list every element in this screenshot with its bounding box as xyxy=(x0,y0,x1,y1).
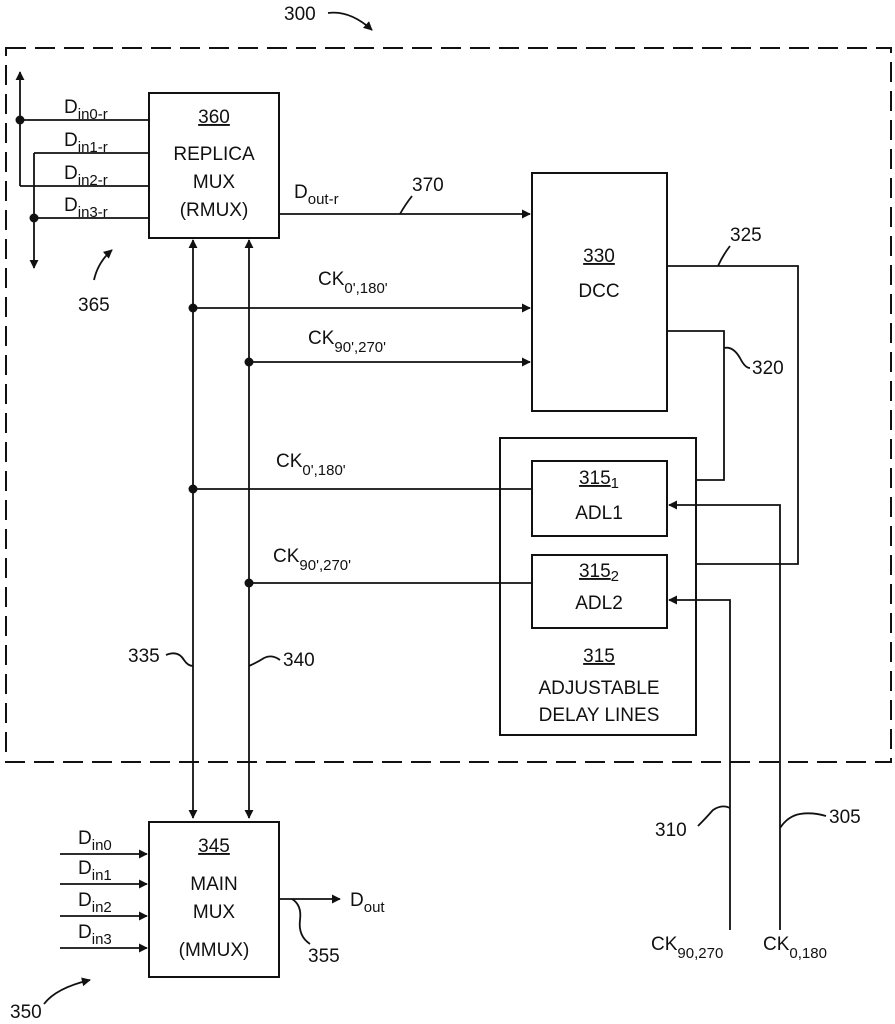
adl1-label: ADL1 xyxy=(575,503,623,524)
rmux-output-label: Dout-r xyxy=(294,182,339,208)
mmux-label-1: MAIN xyxy=(190,874,238,895)
dcc-label: DCC xyxy=(578,281,619,302)
ck0-180-dcc-junction xyxy=(189,304,198,313)
dcc-ref-325: 325 xyxy=(730,225,762,246)
ext-clock-310-ref: 310 xyxy=(655,820,687,841)
mmux-output-label: Dout xyxy=(350,890,385,916)
mmux-output-ref: 355 xyxy=(308,946,340,967)
mmux-input-3: Din3 xyxy=(78,922,112,948)
adl1-output-label: CK0',180' xyxy=(276,451,346,479)
rmux-ref: 360 xyxy=(198,107,230,128)
rmux-label-2: MUX xyxy=(193,172,236,193)
adl-group-label-2: DELAY LINES xyxy=(539,705,660,726)
adl1-output-junction xyxy=(189,485,198,494)
mmux-group-ref-arrow xyxy=(44,980,90,1004)
rmux-output-ref: 370 xyxy=(412,175,444,196)
ck90-270-dcc-label: CK90',270' xyxy=(308,328,386,356)
clock-bus-335-ref: 335 xyxy=(128,646,160,667)
adl2-output-junction xyxy=(245,579,254,588)
ext-clock-310-leader xyxy=(698,806,730,826)
bus-ref: 365 xyxy=(78,295,110,316)
mmux-input-0: Din0 xyxy=(78,828,112,854)
mmux-label-3: (MMUX) xyxy=(179,940,250,961)
ext-clock-90-270-label: CK90,270 xyxy=(651,934,723,962)
mmux-label-2: MUX xyxy=(193,902,236,923)
rmux-label-3: (RMUX) xyxy=(180,200,249,221)
dcc-ref: 330 xyxy=(583,246,615,267)
dcc-ref-320: 320 xyxy=(752,358,784,379)
clock-bus-340-leader xyxy=(249,656,280,666)
ck0-180-dcc-label: CK0',180' xyxy=(318,269,388,297)
bus-ref-arrow xyxy=(94,250,112,280)
figure-number: 300 xyxy=(284,4,316,25)
adl2-output-label: CK90',270' xyxy=(273,546,351,574)
bus-junction-a xyxy=(16,116,25,125)
dcc-ref-320-leader xyxy=(724,348,750,368)
adl-group-label-1: ADJUSTABLE xyxy=(538,678,659,699)
rmux-output-ref-leader xyxy=(400,196,412,214)
mmux-group-ref: 350 xyxy=(10,1002,42,1023)
adl-group-ref: 315 xyxy=(583,646,615,667)
ext-clock-305-leader xyxy=(780,813,826,828)
bus-junction-b xyxy=(30,214,39,223)
adl2-label: ADL2 xyxy=(575,593,623,614)
mmux-output-ref-leader xyxy=(292,899,310,944)
rmux-label-1: REPLICA xyxy=(173,144,255,165)
figure-number-arrow xyxy=(328,13,372,30)
clock-bus-335-leader xyxy=(166,653,193,666)
dcc-ref-325-leader xyxy=(718,246,730,266)
mmux-input-2: Din2 xyxy=(78,890,112,916)
ck90-270-dcc-junction xyxy=(245,358,254,367)
ext-clock-0-180-label: CK0,180 xyxy=(763,934,827,962)
clock-bus-340-ref: 340 xyxy=(283,650,315,671)
ext-clock-305-ref: 305 xyxy=(829,807,861,828)
mmux-input-1: Din1 xyxy=(78,858,112,884)
mmux-ref: 345 xyxy=(198,836,230,857)
